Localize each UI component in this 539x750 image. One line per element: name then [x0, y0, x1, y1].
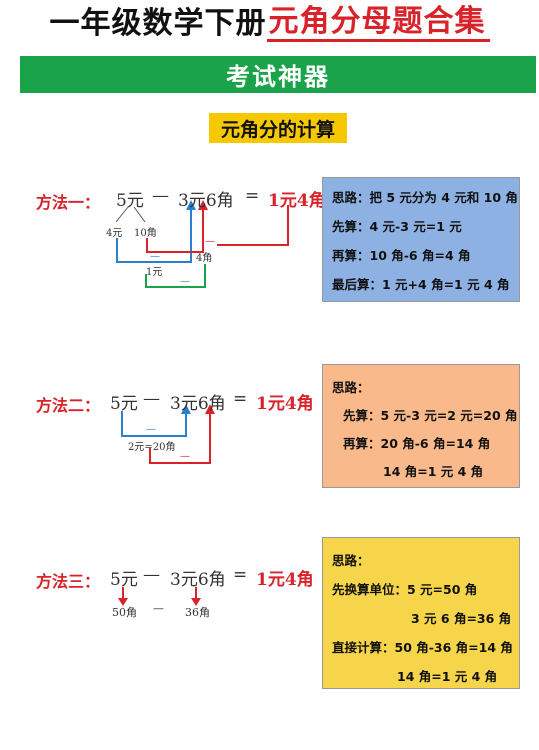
method3-note: 先换算单位：5 元=50 角 — [332, 582, 478, 597]
method3-equals: = — [233, 565, 248, 585]
method2-note: 14 角=1 元 4 角 — [383, 464, 484, 479]
method1-term2: 3元6角 — [178, 191, 234, 211]
method1-note: 先算：4 元-3 元=1 元 — [332, 219, 462, 234]
method1-op2: — — [205, 236, 215, 247]
title-red: 元角分母题合集 — [266, 5, 490, 42]
method1-split-a: 4元 — [106, 228, 123, 239]
method2-term2: 3元6角 — [170, 394, 226, 414]
method1-equals: = — [245, 186, 260, 206]
page-title: 一年级数学下册元角分母题合集 — [0, 2, 539, 42]
method3-label: 方法三： — [36, 572, 101, 591]
method3-note: 14 角=1 元 4 角 — [397, 669, 498, 684]
method2-op1: — — [146, 424, 156, 435]
method2-op2: — — [180, 451, 190, 462]
method2-note: 思路： — [332, 380, 370, 395]
method1-res2: 1元 — [146, 267, 163, 278]
method3-notes-box: 思路： 先换算单位：5 元=50 角 3 元 6 角=36 角 直接计算：50 … — [322, 537, 520, 689]
method1-term1: 5元 — [116, 191, 144, 211]
method2-answer: 1元4角 — [256, 394, 314, 414]
method3-term1: 5元 — [110, 570, 138, 590]
method1-minus: — — [152, 186, 169, 206]
method1-res1: 4角 — [196, 253, 213, 264]
method3-note: 3 元 6 角=36 角 — [411, 611, 512, 626]
method1-notes-box: 思路：把 5 元分为 4 元和 10 角 先算：4 元-3 元=1 元 再算：1… — [322, 177, 520, 302]
section-subtitle: 元角分的计算 — [209, 113, 347, 143]
method3-conv2: 36角 — [185, 606, 210, 619]
banner: 考试神器 — [20, 56, 536, 93]
method2-label: 方法二： — [36, 396, 101, 415]
method2-minus: — — [143, 389, 160, 409]
method2-equals: = — [233, 389, 248, 409]
method2-term1: 5元 — [110, 394, 138, 414]
method3-note: 直接计算：50 角-36 角=14 角 — [332, 640, 513, 655]
method3-answer: 1元4角 — [256, 570, 314, 590]
title-black: 一年级数学下册 — [49, 6, 267, 41]
method1-label: 方法一： — [36, 193, 101, 212]
method2-notes-box: 思路： 先算：5 元-3 元=2 元=20 角 再算：20 角-6 角=14 角… — [322, 364, 520, 488]
method1-note: 思路：把 5 元分为 4 元和 10 角 — [332, 190, 518, 205]
method3-minus: — — [143, 565, 160, 585]
method1-note: 再算：10 角-6 角=4 角 — [332, 248, 471, 263]
method2-note: 再算：20 角-6 角=14 角 — [343, 436, 491, 451]
method3-conv-minus: — — [153, 602, 164, 615]
method1-op1: — — [150, 251, 160, 262]
method1-op3: — — [180, 276, 190, 287]
method3-note: 思路： — [332, 553, 370, 568]
method1-split-b: 10角 — [134, 228, 157, 239]
method3-conv1: 50角 — [112, 606, 137, 619]
method2-note: 先算：5 元-3 元=2 元=20 角 — [343, 408, 518, 423]
method2-res1: 2元=20角 — [128, 442, 176, 453]
method1-note: 最后算：1 元+4 角=1 元 4 角 — [332, 277, 510, 292]
method1-answer: 1元4角 — [268, 191, 326, 211]
method3-term2: 3元6角 — [170, 570, 226, 590]
